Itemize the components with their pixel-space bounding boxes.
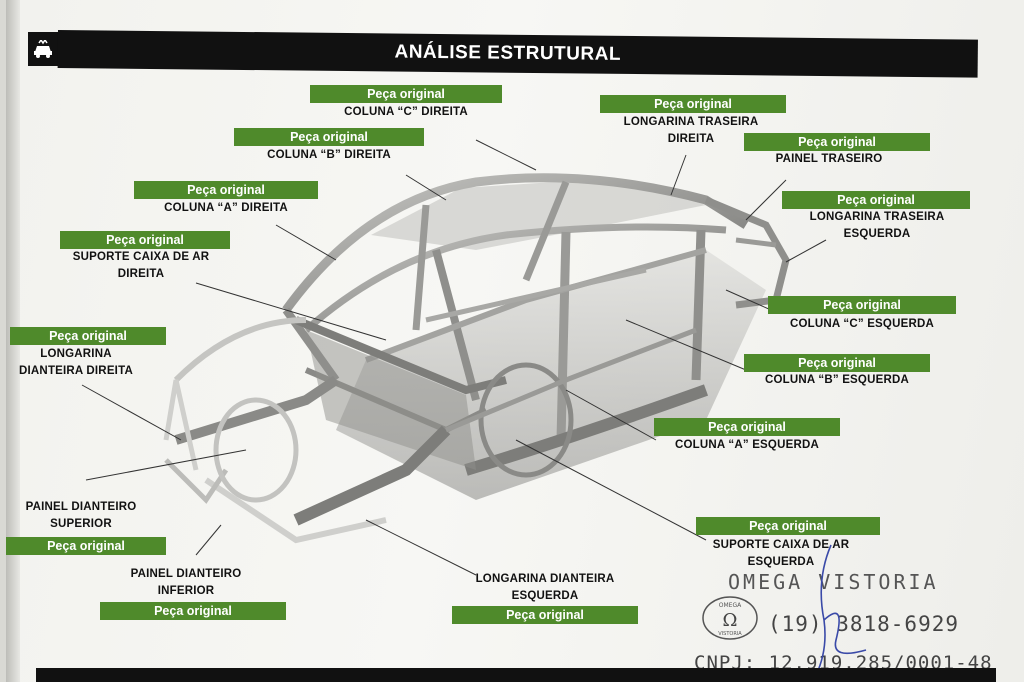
car-structure-illustration <box>81 139 827 576</box>
tag-coluna-b-esquerda: Peça original <box>744 354 930 372</box>
handwritten-signature <box>815 544 867 676</box>
tag-longarina-traseira-esquerda: Peça original <box>782 191 970 209</box>
tag-longarina-dianteira-direita: Peça original <box>10 327 166 345</box>
tag-suporte-caixa-ar-esquerda: Peça original <box>696 517 880 535</box>
label-painel-dianteiro-superior: PAINEL DIANTEIRO SUPERIOR <box>25 501 137 530</box>
label-longarina-dianteira-esquerda: LONGARINA DIANTEIRA ESQUERDA <box>475 573 615 602</box>
tag-coluna-a-esquerda: Peça original <box>654 418 840 436</box>
stamp-phone: (19) 3818-6929 <box>768 612 960 636</box>
tag-longarina-dianteira-esquerda: Peça original <box>452 606 638 624</box>
car-crash-icon <box>34 40 52 58</box>
label-coluna-b-esquerda: COLUNA “B” ESQUERDA <box>765 374 909 386</box>
label-coluna-c-esquerda: COLUNA “C” ESQUERDA <box>790 318 934 330</box>
label-coluna-b-direita: COLUNA “B” DIREITA <box>267 149 391 161</box>
label-suporte-caixa-ar-esquerda: SUPORTE CAIXA DE AR ESQUERDA <box>712 539 850 568</box>
label-longarina-traseira-esquerda: LONGARINA TRASEIRA ESQUERDA <box>809 211 945 240</box>
tag-coluna-c-esquerda: Peça original <box>768 296 956 314</box>
label-coluna-c-direita: COLUNA “C” DIREITA <box>344 106 468 118</box>
tag-longarina-traseira-direita: Peça original <box>600 95 786 113</box>
document-page: ANÁLISE ESTRUTURAL <box>6 0 1024 682</box>
tag-painel-dianteiro-inferior: Peça original <box>100 602 286 620</box>
tag-painel-traseiro: Peça original <box>744 133 930 151</box>
tag-suporte-caixa-ar-direita: Peça original <box>60 231 230 249</box>
label-coluna-a-direita: COLUNA “A” DIREITA <box>164 202 288 214</box>
logo-omega-symbol: Ω <box>723 610 738 631</box>
car-roof-panel <box>371 178 706 250</box>
leader-lines <box>81 139 827 576</box>
label-longarina-dianteira-direita: LONGARINA DIANTEIRA DIREITA <box>19 348 133 377</box>
tag-coluna-c-direita: Peça original <box>310 85 502 103</box>
tag-coluna-a-direita: Peça original <box>134 181 318 199</box>
logo-bottom-text: VISTORIA <box>718 631 742 637</box>
label-coluna-a-esquerda: COLUNA “A” ESQUERDA <box>675 439 819 451</box>
label-longarina-traseira-direita: LONGARINA TRASEIRA DIREITA <box>623 116 759 145</box>
title-icon-box <box>28 32 58 66</box>
bottom-bar <box>36 668 996 682</box>
label-painel-dianteiro-inferior: PAINEL DIANTEIRO INFERIOR <box>130 568 242 597</box>
stamp-logo: OMEGA Ω VISTORIA <box>701 595 759 646</box>
label-suporte-caixa-ar-direita: SUPORTE CAIXA DE AR DIREITA <box>72 251 210 280</box>
tag-painel-dianteiro-superior: Peça original <box>6 537 166 555</box>
logo-top-text: OMEGA <box>719 602 742 609</box>
label-painel-traseiro: PAINEL TRASEIRO <box>775 153 883 165</box>
stamp-company-name: OMEGA VISTORIA <box>728 570 939 594</box>
omega-logo-icon: OMEGA Ω VISTORIA <box>702 596 758 640</box>
tag-coluna-b-direita: Peça original <box>234 128 424 146</box>
